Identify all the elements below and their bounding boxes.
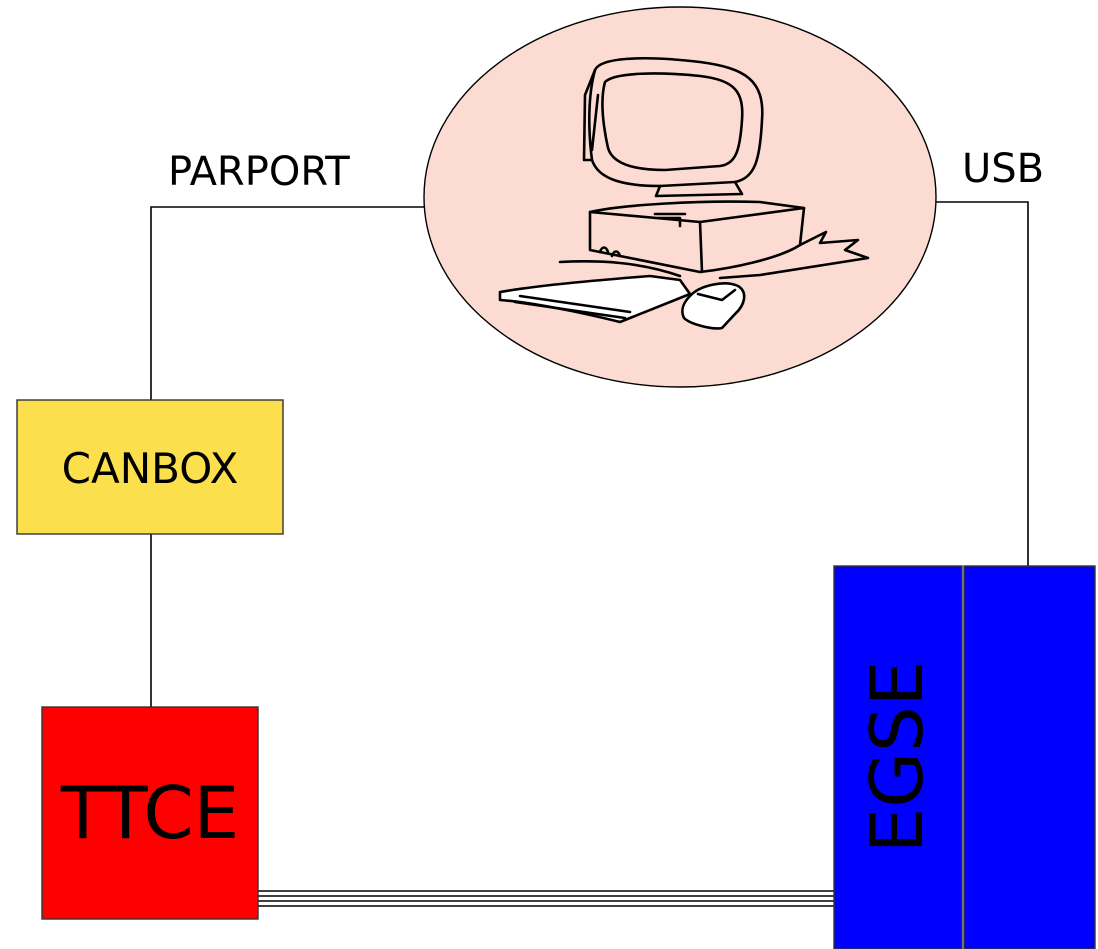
parport-wire [150, 206, 424, 400]
canbox-node: CANBOX [16, 399, 284, 535]
ttce-box [41, 706, 259, 920]
ttce-node: TTCE [41, 706, 259, 920]
usb-label: USB [962, 146, 1044, 192]
canbox-box [16, 399, 284, 535]
desktop-computer-icon [498, 56, 870, 330]
parport-label: PARPORT [168, 149, 350, 195]
egse-right-panel [963, 565, 1096, 949]
ttce-label: TTCE [60, 771, 239, 855]
computer-node [423, 6, 937, 388]
computer-ellipse [423, 6, 937, 388]
usb-wire [934, 201, 1029, 566]
egse-node: EGSE [833, 565, 1096, 949]
egse-label: EGSE [855, 661, 939, 853]
egse-left-panel [833, 565, 963, 949]
ttce-egse-bus [258, 890, 834, 907]
connections [150, 201, 1029, 907]
canbox-label: CANBOX [62, 444, 239, 493]
